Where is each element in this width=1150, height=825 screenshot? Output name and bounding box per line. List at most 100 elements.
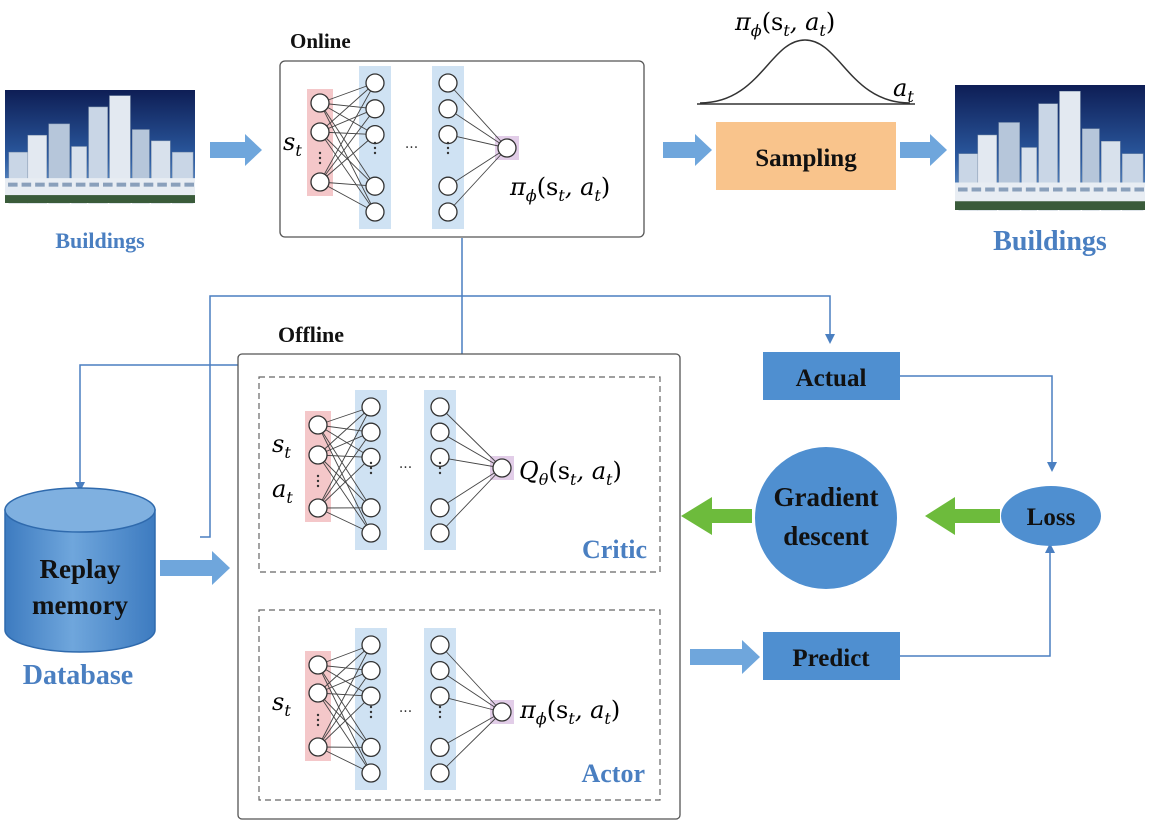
window-row [116, 182, 127, 187]
critic-input-ellipsis [316, 479, 320, 483]
online-hidden2-node [438, 73, 458, 93]
online-edge [447, 147, 508, 187]
actor-edge [317, 644, 372, 694]
actor-input-label: st [272, 688, 291, 720]
window-row [998, 187, 1009, 192]
window-row [971, 187, 982, 192]
critic-edge [317, 406, 372, 509]
window-row [1080, 187, 1090, 192]
online-edge [319, 102, 376, 187]
online-edge [319, 82, 376, 183]
online-hidden2-node [438, 176, 458, 196]
critic-hidden1-node [361, 523, 381, 543]
actor-edge [439, 670, 503, 713]
online-edge [319, 108, 376, 183]
arrow-actor-to-predict [690, 640, 760, 674]
gradient-descent-circle [755, 447, 897, 589]
window-row [103, 182, 113, 187]
online-input-label: st [283, 128, 302, 160]
online-policy-network: ··· [307, 66, 519, 229]
actor-edge [317, 670, 372, 748]
critic-hidden1-ellipsis [369, 471, 373, 475]
actor-edge [317, 664, 372, 697]
arrow-replay-to-offline [160, 551, 230, 585]
actor-hidden1-node [361, 763, 381, 783]
actor-hidden1-node [361, 635, 381, 655]
critic-hidden2-node [430, 397, 450, 417]
window-row [75, 182, 86, 187]
gradient-descent-line1: Gradient [774, 482, 879, 512]
critic-input-node [308, 445, 328, 465]
arrow-sampling-to-buildings [900, 134, 947, 166]
window-row [985, 187, 995, 192]
online-hidden1-ellipsis [373, 141, 377, 145]
online-title: Online [290, 29, 351, 53]
critic-input-node [308, 415, 328, 435]
critic-input-ellipsis [316, 474, 320, 478]
window-row [958, 187, 968, 192]
actor-output-node [492, 702, 512, 722]
actual-label: Actual [796, 365, 867, 392]
predict-to-loss-line [900, 543, 1055, 657]
online-hidden1-ellipsis [373, 146, 377, 150]
window-row [62, 182, 72, 187]
actor-edge [439, 644, 503, 713]
trees [955, 201, 1145, 210]
online-layer-ellipsis: ··· [405, 140, 418, 156]
actor-edge [317, 644, 372, 748]
actor-hidden2-ellipsis [438, 715, 442, 719]
online-hidden1-node [365, 176, 385, 196]
online-edge [447, 147, 508, 213]
critic-output-label: Qθ(st, at) [519, 457, 622, 489]
actor-layer-ellipsis: ··· [399, 704, 412, 720]
window-row [48, 182, 59, 187]
critic-edge [317, 424, 372, 534]
online-hidden2-node [438, 99, 458, 119]
actor-hidden1-node [361, 686, 381, 706]
online-edge [319, 102, 376, 135]
online-hidden2-node [438, 202, 458, 222]
window-row [1134, 187, 1144, 192]
critic-edge [317, 406, 372, 456]
window-row [1120, 187, 1131, 192]
online-hidden2-ellipsis [446, 141, 450, 145]
actor-edge [439, 695, 503, 713]
online-hidden2-ellipsis [446, 146, 450, 150]
actor-edge [439, 711, 503, 748]
actor-hidden1-ellipsis [369, 705, 373, 709]
critic-hidden2-node [430, 498, 450, 518]
critic-hidden1-node [361, 447, 381, 468]
actor-hidden1-ellipsis [369, 710, 373, 714]
sampling-box [716, 122, 896, 190]
actor-edge [317, 664, 372, 748]
online-hidden1-ellipsis [373, 151, 377, 155]
critic-edge [439, 456, 503, 469]
actor-edge [317, 664, 372, 774]
online-output-node [497, 138, 517, 158]
actor-input-node [308, 683, 328, 703]
online-edge [319, 102, 376, 213]
database-caption: Database [23, 660, 133, 691]
online-edge [319, 82, 376, 133]
window-row [35, 182, 45, 187]
critic-input-label-a: at [272, 475, 293, 507]
window-row [1053, 187, 1063, 192]
replay-memory-line1: Replay [40, 554, 122, 584]
actor-input-ellipsis [316, 713, 320, 717]
predict-box [763, 632, 900, 680]
buildings-image-left [5, 90, 195, 204]
critic-hidden2-node [430, 523, 450, 543]
critic-hidden2-ellipsis [438, 461, 442, 465]
trees [5, 195, 195, 203]
critic-hidden-column-2 [424, 390, 456, 550]
online-hidden1-node [365, 124, 385, 145]
critic-label: Critic [582, 535, 647, 564]
actor-hidden1-node [361, 737, 381, 758]
loss-ellipse [1001, 486, 1101, 546]
actor-edge [317, 692, 372, 774]
arrow-gradient-to-critic [681, 497, 752, 535]
online-edge [447, 134, 508, 149]
critic-edge [317, 454, 372, 534]
online-hidden1-node [365, 73, 385, 93]
online-hidden1-node [365, 99, 385, 119]
